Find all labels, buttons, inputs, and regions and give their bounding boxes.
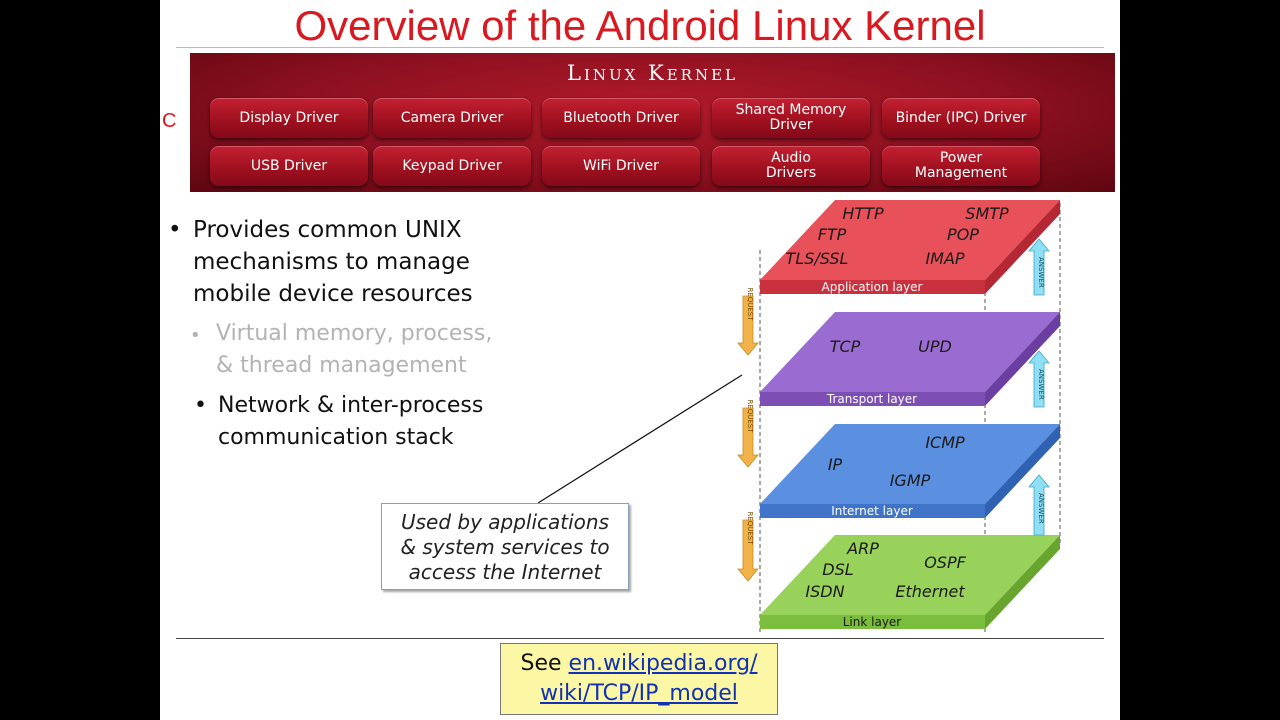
sub-bullet-1-line-1: Virtual memory, process, (216, 321, 493, 346)
application-layer-front (760, 280, 985, 294)
slide-title: Overview of the Android Linux Kernel (294, 2, 986, 49)
protocol-http: HTTP (842, 204, 884, 223)
bottom-divider (176, 638, 1104, 639)
internet-layer-side (985, 424, 1060, 518)
bullet-dot: • (194, 393, 207, 418)
driver-wifi: WiFi Driver (542, 146, 700, 186)
protocol-smtp: SMTP (965, 204, 1009, 223)
kernel-title: Linux Kernel (567, 61, 738, 85)
driver-audio: Audio Drivers (712, 146, 870, 186)
sub-bullet-virtual-memory: • Virtual memory, process, & thread mana… (190, 318, 520, 382)
sub-bullet-1-line-2: & thread management (216, 353, 467, 378)
protocol-ip: IP (828, 455, 843, 474)
answer-arrow-1 (1028, 238, 1050, 296)
driver-shared-memory: Shared Memory Driver (712, 98, 870, 138)
callout-pointer (537, 374, 743, 504)
request-arrow-1 (737, 295, 759, 356)
application-layer: Application layer HTTP SMTP FTP POP TLS/… (760, 200, 1060, 294)
protocol-igmp: IGMP (890, 471, 931, 490)
answer-label-2: ANSWER (1037, 369, 1045, 400)
protocol-ftp: FTP (818, 225, 847, 244)
transport-layer-side (985, 312, 1060, 406)
wikipedia-link-line-1[interactable]: en.wikipedia.org/ (568, 651, 758, 676)
bullet-main-line-2: mechanisms to manage (193, 249, 470, 275)
answer-label-1: ANSWER (1037, 257, 1045, 288)
internet-layer: Internet layer ICMP IP IGMP (760, 424, 1060, 518)
wikipedia-link-line-2[interactable]: wiki/TCP/IP_model (540, 681, 738, 706)
driver-display: Display Driver (210, 98, 368, 138)
answer-labels: ANSWER ANSWER ANSWER (1037, 257, 1045, 524)
link-layer-label: Link layer (843, 615, 902, 629)
internet-layer-top (760, 424, 1060, 504)
transport-layer-top (760, 312, 1060, 392)
protocol-pop: POP (947, 225, 979, 244)
request-arrows (737, 295, 759, 582)
reference-link-box: See en.wikipedia.org/ wiki/TCP/IP_model (500, 643, 778, 715)
application-layer-top (760, 200, 1060, 280)
driver-camera: Camera Driver (373, 98, 531, 138)
driver-usb: USB Driver (210, 146, 368, 186)
protocol-tcp: TCP (830, 337, 861, 356)
request-labels: REQUEST REQUEST REQUEST (746, 287, 754, 545)
sub-bullet-2-line-2: communication stack (218, 425, 454, 450)
link-layer-front (760, 615, 985, 629)
driver-binder: Binder (IPC) Driver (882, 98, 1040, 138)
transport-layer-label: Transport layer (826, 392, 917, 406)
protocol-icmp: ICMP (925, 433, 965, 452)
bullet-dot: • (190, 325, 201, 346)
answer-label-3: ANSWER (1037, 493, 1045, 524)
driver-bluetooth: Bluetooth Driver (542, 98, 700, 138)
link-layer-top (760, 535, 1060, 615)
internet-layer-front (760, 504, 985, 518)
callout-line-2: & system services to (400, 535, 610, 559)
application-layer-label: Application layer (822, 280, 923, 294)
transport-layer-front (760, 392, 985, 406)
answer-arrow-3 (1028, 474, 1050, 536)
request-label-3: REQUEST (746, 511, 754, 545)
transport-layer: Transport layer TCP UPD (760, 312, 1060, 406)
bullet-main-line-3: mobile device resources (193, 281, 473, 307)
side-mark: C (162, 110, 177, 132)
protocol-dsl: DSL (822, 560, 853, 579)
driver-keypad: Keypad Driver (373, 146, 531, 186)
request-label-1: REQUEST (746, 287, 754, 321)
request-arrow-3 (737, 519, 759, 582)
protocol-tls-ssl: TLS/SSL (786, 249, 849, 268)
protocol-ospf: OSPF (924, 553, 966, 572)
answer-arrow-2 (1028, 350, 1050, 408)
bullet-dot: • (168, 217, 182, 243)
slide: Overview of the Android Linux Kernel C L… (160, 0, 1120, 720)
bullet-main: • Provides common UNIX mechanisms to man… (168, 214, 508, 310)
protocol-upd: UPD (918, 337, 952, 356)
link-layer-side (985, 535, 1060, 629)
protocol-arp: ARP (846, 539, 879, 558)
protocol-ethernet: Ethernet (895, 582, 965, 601)
protocol-imap: IMAP (925, 249, 964, 268)
callout-line-3: access the Internet (408, 560, 602, 584)
driver-power: Power Management (882, 146, 1040, 186)
reference-prefix: See (520, 651, 562, 676)
linux-kernel-banner: Linux Kernel Display Driver Camera Drive… (190, 53, 1115, 192)
internet-layer-label: Internet layer (831, 504, 913, 518)
bullet-main-line-1: Provides common UNIX (193, 217, 462, 243)
tcp-ip-layers-diagram: Application layer HTTP SMTP FTP POP TLS/… (737, 200, 1061, 635)
sub-bullet-network: • Network & inter-process communication … (190, 390, 530, 454)
protocol-isdn: ISDN (805, 582, 844, 601)
callout-box: Used by applications & system services t… (381, 503, 629, 590)
request-label-2: REQUEST (746, 399, 754, 433)
title-divider (176, 47, 1104, 48)
application-layer-side (985, 200, 1060, 294)
link-layer: Link layer ARP OSPF DSL ISDN Ethernet (760, 535, 1060, 629)
answer-arrows (1028, 238, 1050, 536)
request-arrow-2 (737, 407, 759, 468)
sub-bullet-2-line-1: Network & inter-process (218, 393, 484, 418)
callout-line-1: Used by applications (400, 510, 610, 534)
